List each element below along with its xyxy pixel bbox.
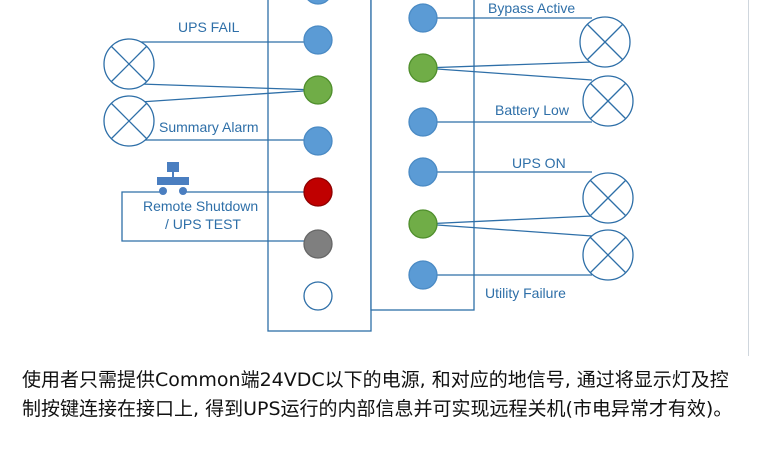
pin-circle [303, 126, 333, 156]
label-summary-alarm: Summary Alarm [159, 119, 259, 135]
pushbutton-switch-icon [157, 162, 189, 195]
lamps [103, 16, 634, 281]
pin-circle [303, 75, 333, 105]
right-connector-block [370, 0, 475, 311]
pin-circle [303, 229, 333, 259]
page-divider [748, 0, 749, 356]
right-wiring [422, 17, 593, 276]
label-ups-test: / UPS TEST [165, 216, 241, 232]
pin-circle [307, 0, 329, 5]
label-bypass-active: Bypass Active [488, 0, 575, 16]
label-ups-on: UPS ON [512, 155, 566, 171]
dry-contact-diagram: UPS FAIL Summary Alarm Remote Shutdown /… [103, 0, 634, 332]
pin-circle [408, 209, 438, 239]
left-wiring [121, 41, 319, 242]
description-text: 使用者只需提供Common端24VDC以下的电源, 和对应的地信号, 通过将显示… [22, 369, 733, 420]
pin-circle [408, 53, 438, 83]
lamp-x-icon [103, 95, 155, 147]
label-remote-shutdown: Remote Shutdown [143, 198, 258, 214]
label-utility-failure: Utility Failure [485, 285, 566, 301]
lamp-x-icon [582, 75, 634, 127]
pin-circle [303, 281, 333, 311]
left-pins [303, 0, 333, 311]
right-pins [408, 3, 438, 290]
pin-circle [303, 25, 333, 55]
lamp-x-icon [579, 16, 631, 68]
pin-circle [303, 177, 333, 207]
left-connector-block [267, 0, 372, 332]
pin-circle [408, 157, 438, 187]
pin-circle [408, 260, 438, 290]
pin-circle [408, 3, 438, 33]
lamp-x-icon [582, 229, 634, 281]
pin-circle [408, 107, 438, 137]
lamp-x-icon [103, 38, 155, 90]
label-ups-fail: UPS FAIL [178, 19, 240, 35]
label-battery-low: Battery Low [495, 102, 570, 118]
lamp-x-icon [582, 172, 634, 224]
